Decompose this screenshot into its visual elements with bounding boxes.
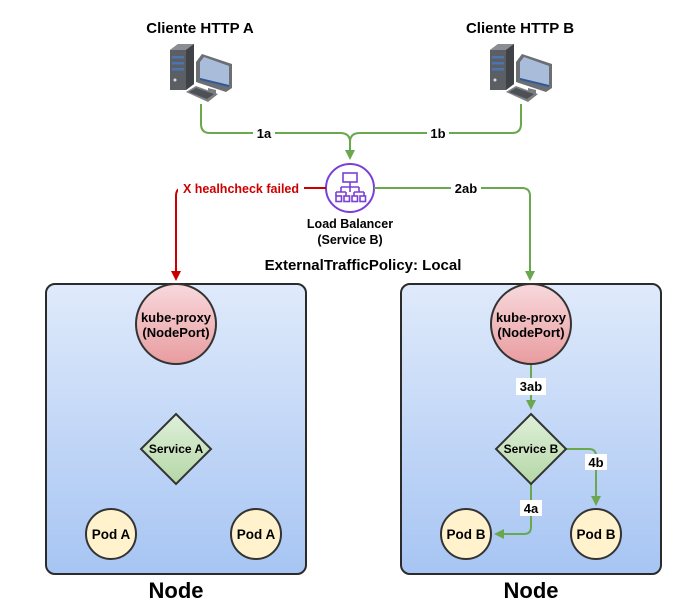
kube-proxy-b[interactable] — [490, 283, 572, 365]
edge-label-1b: 1b — [430, 126, 445, 141]
pod-b-2-label: Pod B — [577, 527, 616, 542]
edge-label-3ab: 3ab — [520, 379, 542, 394]
client-a-label: Cliente HTTP A — [146, 20, 254, 37]
edge-2ab — [374, 187, 535, 281]
edge-label-bg — [427, 125, 449, 141]
node-a: kube-proxy (NodePort) Service A Pod A Po… — [45, 283, 307, 603]
edge-label-bg — [451, 180, 481, 196]
node-b-label: Node — [504, 578, 559, 603]
load-balancer-icon — [335, 172, 367, 203]
service-b-label: Service B — [504, 442, 559, 456]
policy-label: ExternalTrafficPolicy: Local — [265, 257, 462, 274]
edge-label-4b: 4b — [588, 455, 603, 470]
desktop-computer-icon — [490, 44, 552, 102]
pod-a-2-label: Pod A — [237, 527, 276, 542]
edge-4a — [494, 484, 532, 539]
kube-proxy-a-line2: (NodePort) — [142, 325, 209, 340]
pod-a-1[interactable] — [85, 508, 137, 560]
pod-b-1[interactable] — [440, 508, 492, 560]
edge-label-bg — [253, 125, 275, 141]
desktop-computer-icon — [170, 44, 232, 102]
pod-b-2[interactable] — [570, 508, 622, 560]
client-b-label: Cliente HTTP B — [466, 20, 574, 37]
edge-label-bg — [585, 454, 607, 470]
edge-label-2ab: 2ab — [455, 181, 477, 196]
kube-proxy-a[interactable] — [135, 283, 217, 365]
edge-1b — [349, 104, 522, 143]
edge-label-bg — [178, 180, 304, 196]
kube-proxy-b-line1: kube-proxy — [496, 310, 567, 325]
edge-label-4a: 4a — [524, 501, 539, 516]
pod-a-1-label: Pod A — [92, 527, 131, 542]
edge-label-bg — [520, 500, 542, 516]
service-a[interactable] — [139, 412, 213, 486]
edge-1a — [200, 104, 355, 160]
edge-label-1a: 1a — [257, 126, 272, 141]
kube-proxy-b-line2: (NodePort) — [497, 325, 564, 340]
pod-b-1-label: Pod B — [447, 527, 486, 542]
node-a-label: Node — [149, 578, 204, 603]
edge-label-healthcheck: X healhcheck failed — [183, 182, 299, 196]
load-balancer-label-line2: (Service B) — [317, 233, 382, 247]
pod-a-2[interactable] — [230, 508, 282, 560]
load-balancer-label-line1: Load Balancer — [307, 217, 393, 231]
edge-label-bg — [516, 378, 546, 395]
kube-proxy-a-line1: kube-proxy — [141, 310, 212, 325]
service-a-label: Service A — [149, 442, 204, 456]
node-b: kube-proxy (NodePort) 3ab Service B 4b 4… — [400, 283, 662, 603]
service-b[interactable] — [494, 412, 568, 486]
